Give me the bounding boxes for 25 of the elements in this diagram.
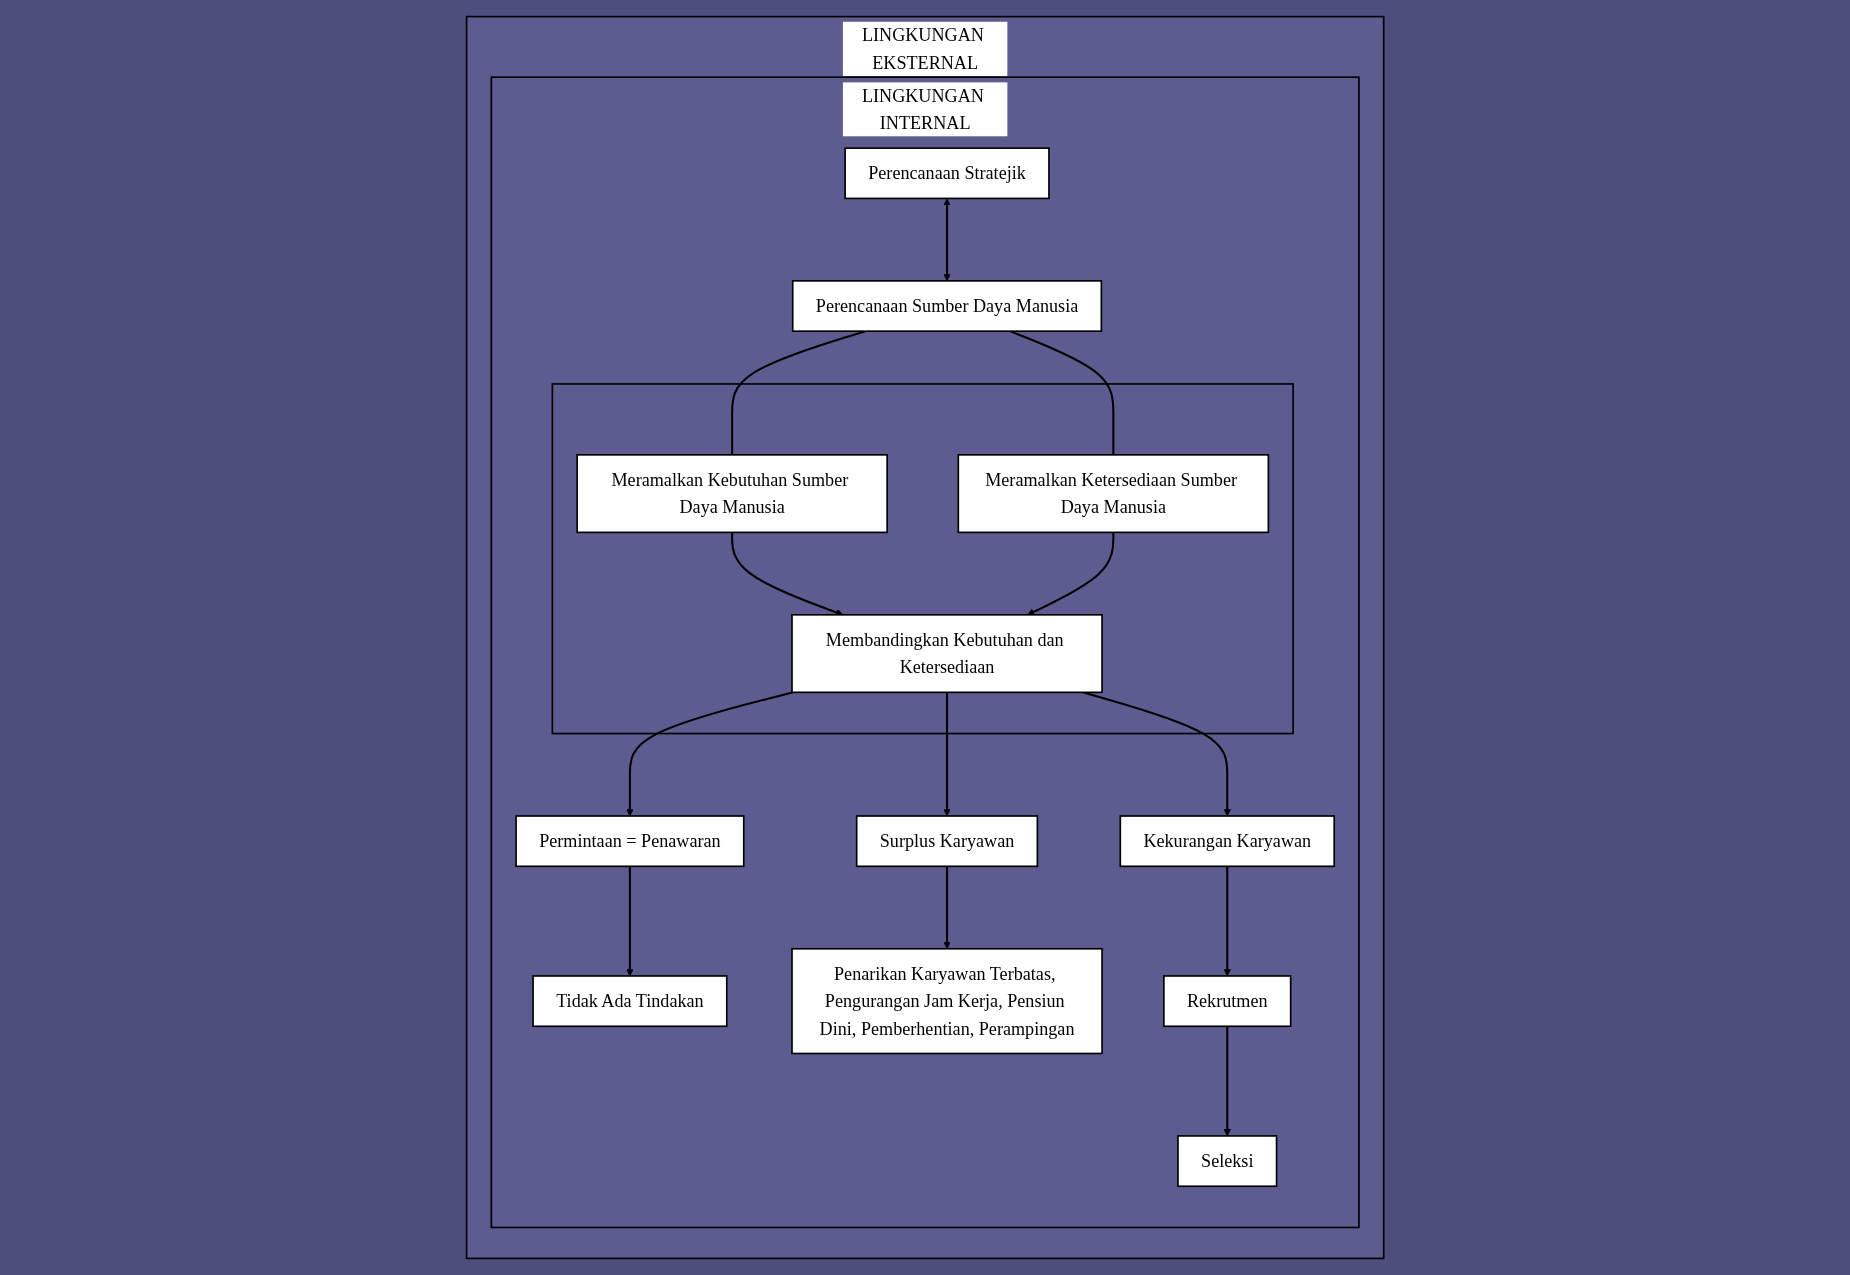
node-box: Perencanaan Sumber Daya Manusia <box>791 280 1103 332</box>
connector <box>1009 330 1115 455</box>
node-box: Rekrutmen <box>1162 975 1292 1028</box>
node-box: Meramalkan Kebutuhan Sumber Daya Manusia <box>576 454 888 534</box>
node-box: Surplus Karyawan <box>855 815 1039 868</box>
node-box: Perencanaan Stratejik <box>844 147 1050 200</box>
node-box: Meramalkan Ketersediaan Sumber Daya Manusia <box>957 454 1270 534</box>
arrow <box>626 866 634 977</box>
node-box: Penarikan Karyawan Terbatas, Pengurangan Jam Kerja, Pensiun Dini, Pemberhentian, Perampingan <box>791 947 1103 1055</box>
node-box: Tidak Ada Tindakan <box>532 975 728 1028</box>
node-box: Membandingkan Kebutuhan dan Ketersediaan <box>791 614 1103 694</box>
node-box: Kekurangan Karyawan <box>1119 815 1335 868</box>
cluster <box>551 383 1294 735</box>
arrow <box>943 692 951 817</box>
arrow <box>1223 1026 1231 1137</box>
arrow <box>626 691 794 817</box>
node-box: Seleksi <box>1177 1135 1278 1188</box>
connector <box>730 330 866 455</box>
arrow <box>943 866 951 950</box>
arrow <box>1223 866 1231 977</box>
arrow <box>1027 532 1115 616</box>
arrow <box>943 198 951 282</box>
arrow <box>1082 691 1231 817</box>
node-box: Permintaan = Penawaran <box>515 815 745 868</box>
arrow <box>730 532 844 616</box>
